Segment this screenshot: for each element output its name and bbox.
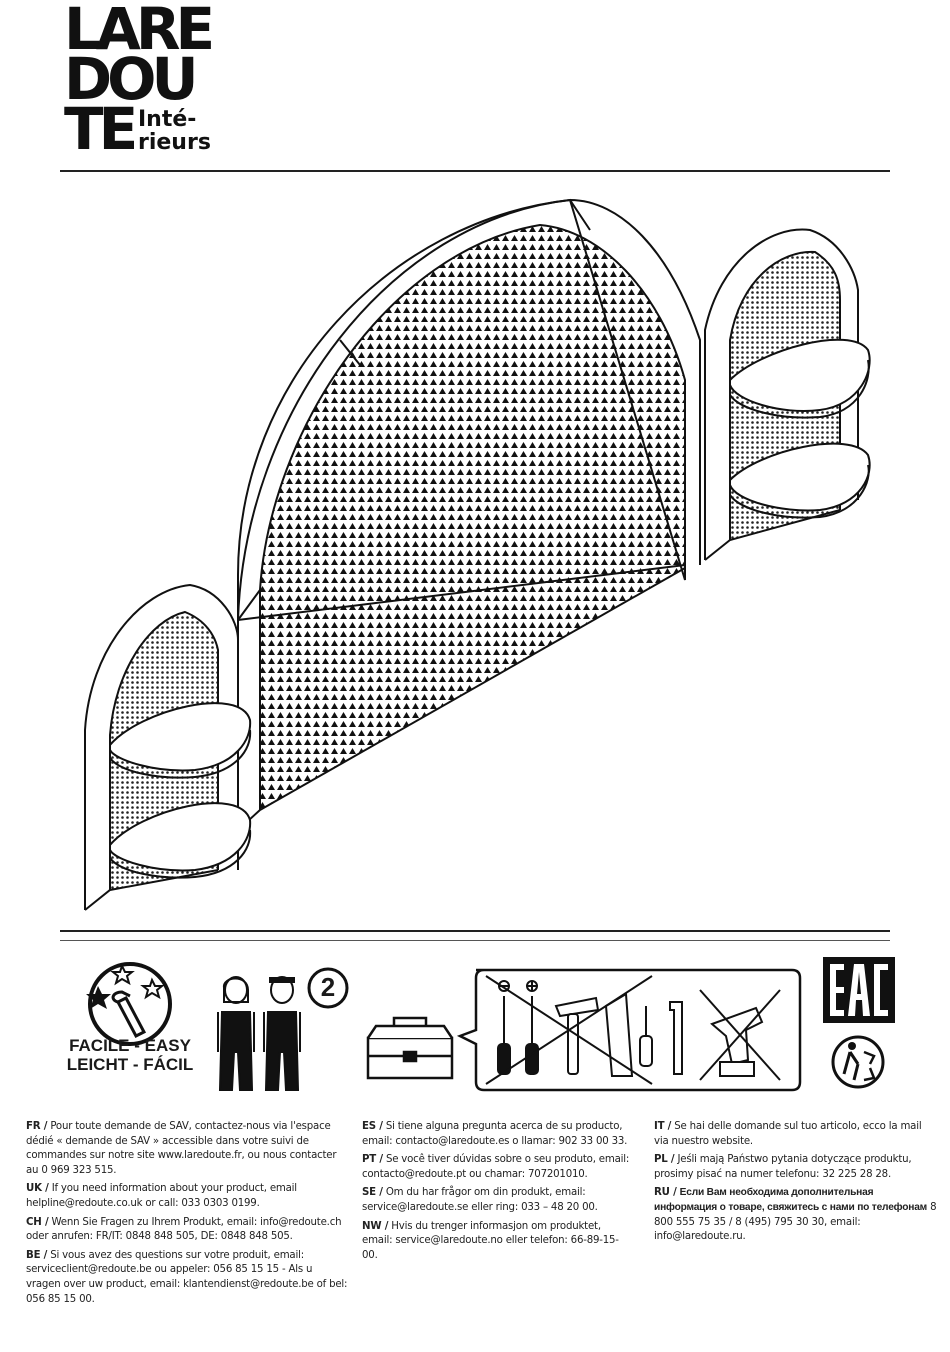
contact-text: Wenn Sie Fragen zu Ihrem Produkt, email:… bbox=[26, 1216, 342, 1243]
contact-se: SE / Om du har frågor om din produkt, em… bbox=[362, 1186, 634, 1215]
contact-text: Om du har frågor om din produkt, email: … bbox=[362, 1187, 598, 1213]
contact-fr: FR / Pour toute demande de SAV, contacte… bbox=[26, 1120, 348, 1178]
contact-text: Se você tiver dúvidas sobre o seu produt… bbox=[362, 1154, 630, 1180]
contact-ru: RU / Если Вам необходима дополнительная … bbox=[654, 1186, 938, 1244]
contact-code: ES / bbox=[362, 1121, 383, 1132]
contact-uk: UK / If you need information about your … bbox=[26, 1182, 348, 1211]
contact-text: Pour toute demande de SAV, contactez-nou… bbox=[26, 1121, 337, 1176]
contact-nw: NW / Hvis du trenger informasjon om prod… bbox=[362, 1220, 634, 1264]
contact-es: ES / Si tiene alguna pregunta acerca de … bbox=[362, 1120, 634, 1149]
toolbox-icon bbox=[366, 1016, 454, 1080]
contact-code: PT / bbox=[362, 1154, 383, 1166]
difficulty-label: FACILE - EASY LEICHT - FÁCIL bbox=[60, 1036, 200, 1074]
difficulty-icon bbox=[86, 962, 172, 1046]
contact-code: BE / bbox=[26, 1249, 48, 1261]
top-divider bbox=[60, 170, 890, 172]
difficulty-label-line2: LEICHT - FÁCIL bbox=[66, 1055, 194, 1074]
contact-pt: PT / Se você tiver dúvidas sobre o seu p… bbox=[362, 1153, 634, 1182]
eac-mark-icon bbox=[823, 957, 895, 1023]
contact-code: IT / bbox=[654, 1121, 672, 1132]
difficulty-label-line1: FACILE - EASY bbox=[69, 1036, 191, 1055]
brand-logo: LARE DOU TE Inté- rieurs bbox=[64, 0, 224, 163]
contact-column-2: ES / Si tiene alguna pregunta acerca de … bbox=[362, 1120, 634, 1267]
contact-column-3: IT / Se hai delle domande sul tuo artico… bbox=[654, 1120, 938, 1249]
recycle-icon bbox=[831, 1035, 885, 1089]
logo-line-1: LARE bbox=[64, 0, 215, 63]
contact-column-1: FR / Pour toute demande de SAV, contacte… bbox=[26, 1120, 348, 1311]
contact-text: Si vous avez des questions sur votre pro… bbox=[26, 1249, 348, 1305]
middle-divider bbox=[60, 930, 890, 932]
tools-panel bbox=[456, 968, 802, 1092]
contact-be: BE / Si vous avez des questions sur votr… bbox=[26, 1249, 348, 1307]
contact-ch: CH / Wenn Sie Fragen zu Ihrem Produkt, e… bbox=[26, 1216, 348, 1245]
contact-code: NW / bbox=[362, 1220, 389, 1232]
contact-code: SE / bbox=[362, 1187, 383, 1199]
contact-code: FR / bbox=[26, 1121, 48, 1132]
logo-line-2: DOU bbox=[64, 45, 199, 113]
two-people-icon bbox=[217, 976, 301, 1091]
contact-code: PL / bbox=[654, 1154, 675, 1166]
logo-sub-1: Inté- bbox=[138, 107, 197, 132]
people-count-badge bbox=[307, 967, 349, 1009]
contact-text: If you need information about your produ… bbox=[26, 1183, 297, 1209]
contact-code: RU / bbox=[654, 1187, 677, 1199]
logo-line-3: TE bbox=[64, 95, 138, 163]
contact-text: Hvis du trenger informasjon om produktet… bbox=[362, 1220, 619, 1261]
middle-divider-thin bbox=[60, 940, 890, 941]
contact-text: Se hai delle domande sul tuo articolo, e… bbox=[654, 1121, 922, 1147]
contact-it: IT / Se hai delle domande sul tuo artico… bbox=[654, 1120, 938, 1149]
contact-text: Если Вам необходима дополнительная инфор… bbox=[654, 1187, 928, 1213]
logo-sub-2: rieurs bbox=[138, 130, 211, 155]
contact-text: Jeśli mają Państwo pytania dotyczące pro… bbox=[654, 1154, 912, 1180]
product-illustration bbox=[84, 198, 871, 911]
people-count: 2 bbox=[320, 972, 336, 1002]
contact-text: Si tiene alguna pregunta acerca de su pr… bbox=[362, 1121, 628, 1147]
contact-text-tail: 8 800 555 75 35 / 8 (495) 795 30 30, ema… bbox=[654, 1201, 937, 1243]
contact-code: UK / bbox=[26, 1183, 49, 1195]
contact-code: CH / bbox=[26, 1216, 49, 1228]
contact-pl: PL / Jeśli mają Państwo pytania dotycząc… bbox=[654, 1153, 938, 1182]
